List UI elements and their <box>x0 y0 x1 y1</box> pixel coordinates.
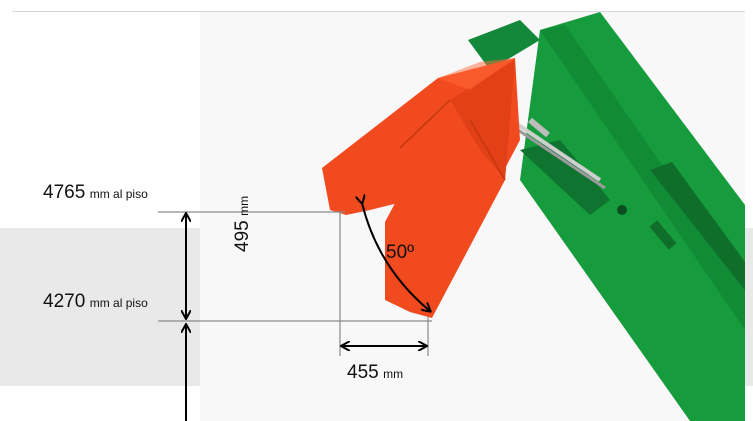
angle-label: 50º <box>386 242 415 263</box>
horizontal-offset-value: 455 <box>347 362 379 383</box>
level-bottom-label: 4270 mm al piso <box>43 292 148 311</box>
frame-border-top <box>12 11 745 12</box>
orange-spout <box>322 58 520 318</box>
tube-shadow-edge <box>540 25 745 330</box>
spout-fold-line-2 <box>469 119 506 181</box>
tube-body <box>520 12 745 421</box>
level-bottom-value: 4270 <box>43 291 86 312</box>
level-top-suffix: mm al piso <box>89 187 148 201</box>
dimension-lines <box>158 203 432 421</box>
tube-rail <box>650 162 745 290</box>
level-bottom-suffix: mm al piso <box>89 296 148 310</box>
spout-inner-shade <box>450 60 515 180</box>
green-tube <box>468 12 745 421</box>
level-top-label: 4765 mm al piso <box>43 183 148 202</box>
tube-collar <box>468 20 540 70</box>
tube-bracket <box>520 140 610 215</box>
level-top-value: 4765 <box>43 182 86 203</box>
vertical-offset-value: 495 <box>232 220 253 252</box>
right-background-band <box>745 228 753 386</box>
tube-bolt <box>617 205 627 215</box>
angle-arc <box>362 203 430 311</box>
horizontal-offset-unit: mm <box>383 367 404 381</box>
spout-top-cap <box>438 58 515 90</box>
tube-flange <box>649 220 677 250</box>
vertical-offset-label: 495 mm <box>232 195 253 252</box>
vertical-offset-unit: mm <box>237 195 251 216</box>
left-background-band <box>0 228 200 386</box>
horizontal-offset-label: 455 mm <box>347 363 403 382</box>
spout-fold-line <box>399 99 451 149</box>
hydraulic-cylinder <box>506 116 606 190</box>
